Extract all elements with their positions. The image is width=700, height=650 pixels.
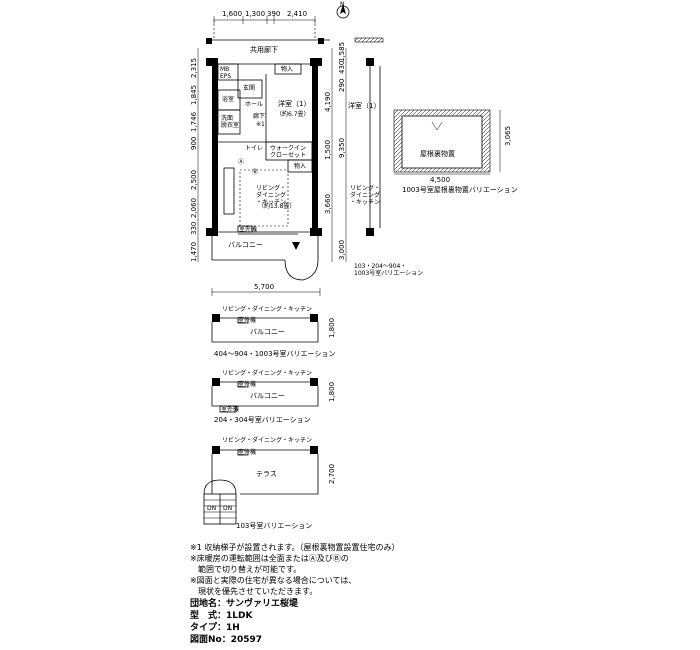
ldk-area: （約13.8畳） (258, 202, 295, 210)
storage-top-label: 物入 (281, 65, 293, 73)
top-dim-2: 1,300 (245, 10, 265, 18)
toilet-label: トイレ (245, 145, 263, 152)
width-dim-label: 5,700 (254, 283, 274, 291)
note-marker-1: ※1 (256, 121, 265, 128)
right-dim-1: 1,585 (338, 42, 346, 62)
attic-label: 屋根裏物置 (420, 149, 455, 158)
bath-label: 浴室 (222, 95, 234, 103)
var2-ac-left: 室外機 (221, 405, 239, 413)
variation-3: リビング・ダイニング・キッチン 室外機 テラス 2,700 DN DN 103号… (203, 436, 336, 530)
right-dim-4: 1,500 (324, 140, 332, 160)
left-dim-1: 2,315 (190, 58, 198, 78)
var3-top-label: リビング・ダイニング・キッチン (222, 436, 312, 444)
wic-label: ウォークインクローゼット (270, 144, 306, 159)
right-dim-7: 430 (338, 61, 346, 74)
var1-top-label: リビング・ダイニング・キッチン (222, 305, 312, 313)
drawing-number: 図面No：20597 (190, 635, 263, 645)
top-dim-3: 390 (267, 10, 280, 18)
note-line-1: ※1 収納梯子が設置されます。（屋根裏物置設置住宅のみ） (190, 543, 400, 552)
attic-height-dim: 3,065 (504, 126, 512, 146)
marker-a: Ⓐ (238, 158, 244, 166)
marker-b: Ⓑ (252, 168, 258, 176)
right-western-label: 洋室（1） (348, 101, 380, 110)
top-dim-1: 1,600 (222, 10, 242, 18)
top-dimensions: 1,600 1,300 390 2,410 (213, 10, 316, 40)
storage-mid-label: 物入 (294, 162, 306, 170)
left-dimensions: 2,315 1,845 1,746 900 2,500 2,060 330 1,… (190, 48, 199, 262)
var3-ac: 室外機 (238, 448, 256, 456)
left-dim-8: 1,470 (190, 242, 198, 262)
unit-type-code: タイプ：1H (190, 623, 240, 633)
var1-dim: 1,800 (328, 318, 336, 338)
balcony-label: バルコニー (228, 241, 263, 249)
arrow-down-icon (292, 242, 300, 250)
unit-type: 型 式：1LDK (190, 611, 253, 621)
var1-mid-label: バルコニー (250, 328, 285, 336)
note-line-2: ※床暖房の運転範囲は全面またはⒶ及びⒷの (190, 554, 349, 563)
right-caption: 103・204～904・1003号室バリエーション (354, 263, 423, 277)
washroom-label: 洗面脱衣室 (221, 114, 239, 129)
var1-caption: 404～904・1003号室バリエーション (214, 349, 335, 358)
western-room-1-label: 洋室（1） (278, 99, 310, 108)
variation-2: リビング・ダイニング・キッチン 室外機 バルコニー 室外機 1,800 204・… (211, 369, 336, 424)
western-room-1-area: （約6.7畳） (276, 110, 310, 118)
right-section: 洋室（1） リビング・ダイニング・キッチン 103・204～904・1003号室… (348, 58, 423, 277)
attic-width-dim: 4,500 (430, 176, 450, 184)
note-line-3: 範囲で切り替えが可能です。 (190, 565, 302, 574)
hall-label: ホール (245, 101, 263, 108)
notes: ※1 収納梯子が設置されます。（屋根裏物置設置住宅のみ） ※床暖房の運転範囲は全… (190, 542, 400, 597)
right-dimensions: 1,585 4,190 9,350 1,500 3,660 3,000 430 … (324, 42, 347, 262)
left-dim-5: 2,500 (190, 170, 198, 190)
var3-dim: 2,700 (328, 464, 336, 484)
var2-top-label: リビング・ダイニング・キッチン (222, 369, 312, 377)
note-line-4: ※図面と実際の住宅が異なる場合については、 (190, 576, 357, 585)
var2-caption: 204・304号室バリエーション (214, 415, 311, 424)
right-ldk-label: リビング・ダイニング・キッチン (350, 184, 380, 206)
left-dim-6: 2,060 (190, 198, 198, 218)
variation-1: リビング・ダイニング・キッチン 室外機 バルコニー 1,800 404～904・… (211, 305, 336, 358)
var3-mid-label: テラス (256, 470, 277, 478)
var3-caption: 103号室バリエーション (236, 521, 312, 530)
left-dim-7: 330 (190, 222, 198, 235)
var2-ac: 室外機 (238, 380, 256, 388)
stairs-dn-left: DN (207, 505, 216, 512)
var2-dim: 1,800 (328, 382, 336, 402)
corridor-label: 共用廊下 (250, 45, 278, 54)
right-dim-3: 9,350 (338, 138, 346, 158)
ac-label: 室外機 (239, 225, 257, 233)
note-line-5: 現状を優先させていただきます。 (190, 587, 318, 596)
right-dim-8: 290 (338, 79, 346, 92)
left-dim-2: 1,845 (190, 85, 198, 105)
attic-storage: 屋根裏物置 4,500 3,065 1003号室屋根裏物置バリエーション (393, 109, 518, 194)
right-dim-5: 3,660 (324, 194, 332, 214)
right-dim-2: 4,190 (324, 92, 332, 112)
left-dim-3: 1,746 (190, 111, 198, 132)
north-label: N (340, 1, 345, 8)
top-dim-4: 2,410 (287, 10, 307, 18)
property-name: 団地名：サンヴァリエ桜堤 (190, 599, 299, 609)
attic-caption: 1003号室屋根裏物置バリエーション (402, 185, 518, 194)
common-corridor: 共用廊下 (206, 37, 384, 54)
entrance-label: 玄関 (243, 84, 255, 92)
right-dim-6: 3,000 (338, 240, 346, 260)
balcony: バルコニー 室外機 (211, 225, 319, 281)
ldk-label: リビング・ダイニング・キッチン (256, 184, 286, 206)
stairs-dn-right: DN (223, 505, 232, 512)
north-arrow-icon: N (336, 1, 350, 19)
width-dimension: 5,700 (211, 283, 321, 296)
left-dim-4: 900 (190, 137, 198, 150)
inner-corridor-label: 廊下 (253, 112, 265, 120)
property-info: 団地名：サンヴァリエ桜堤 型 式：1LDK タイプ：1H 図面No：20597 (190, 598, 298, 646)
var1-ac: 室外機 (238, 316, 256, 324)
var2-mid-label: バルコニー (250, 392, 285, 400)
